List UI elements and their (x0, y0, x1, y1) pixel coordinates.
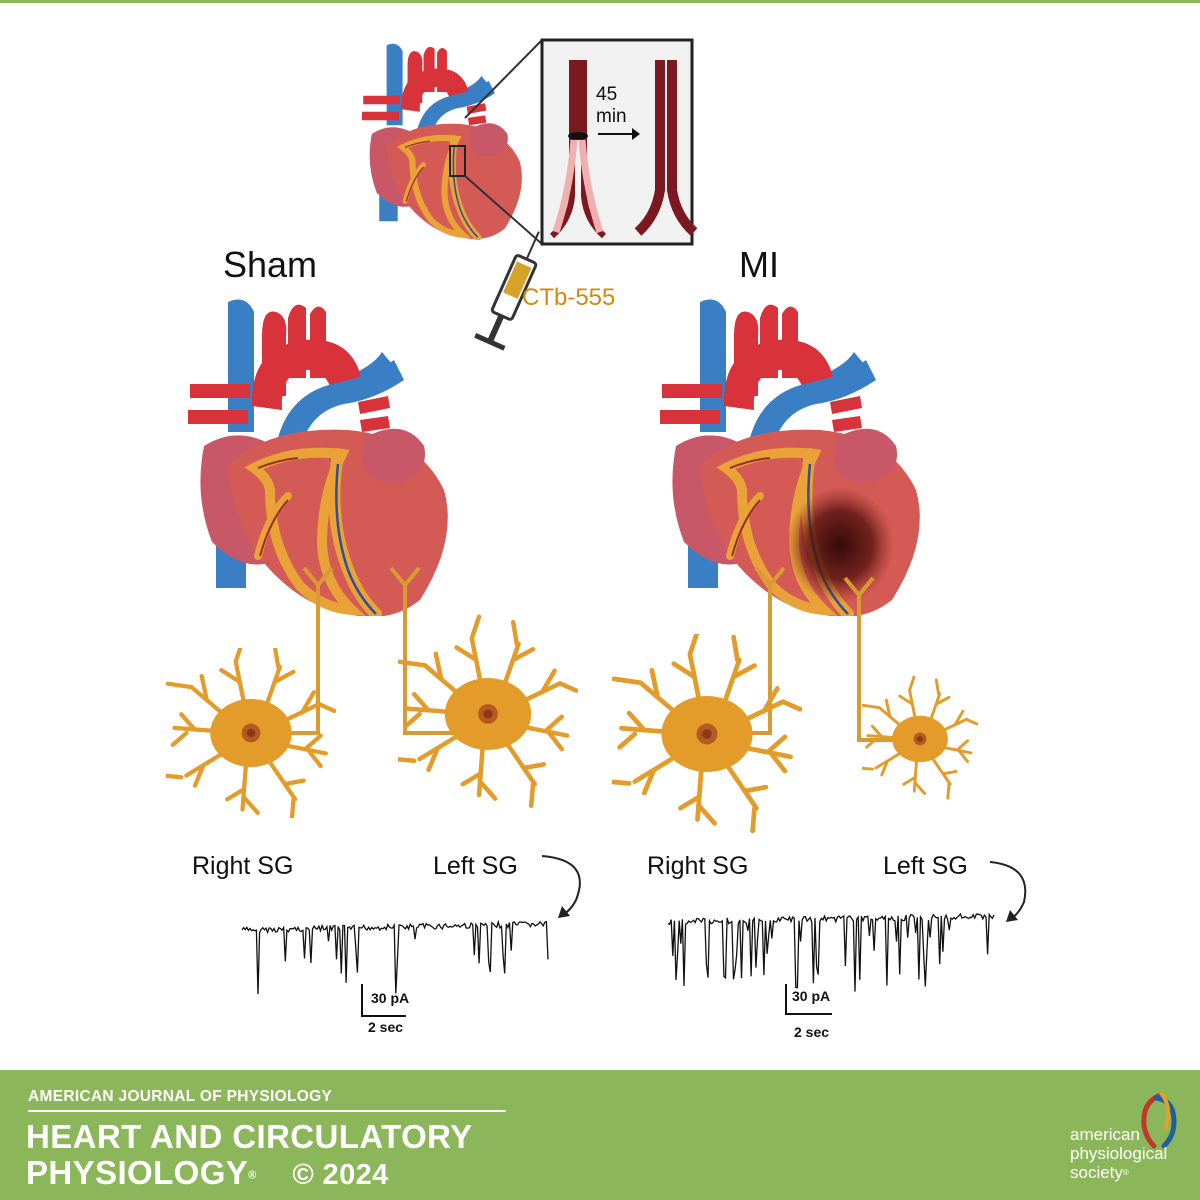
top-accent-bar (0, 0, 1200, 3)
publisher-line2: physiological (1070, 1144, 1168, 1163)
small-heart-illustration (362, 44, 522, 239)
ligation-inset (540, 38, 698, 246)
coronary-region-box (449, 145, 466, 177)
mi-title: MI (739, 244, 779, 285)
sham-right-sg-label: Right SG (192, 852, 294, 880)
zoom-line-top (464, 39, 543, 119)
injection-label: CTb-555 (522, 284, 616, 311)
publisher-mark: ® (1122, 1168, 1129, 1177)
journal-title-line2-text: PHYSIOLOGY (26, 1154, 249, 1191)
journal-title-line2: PHYSIOLOGY® © 2024 (26, 1156, 389, 1192)
aps-logo-icon (1141, 1092, 1177, 1149)
sham-current-trace (241, 919, 549, 995)
inset-duration-unit: min (596, 106, 627, 127)
mi-current-trace (667, 912, 995, 992)
journal-footer: AMERICAN JOURNAL OF PHYSIOLOGY HEART AND… (0, 1070, 1200, 1200)
infarct-region (786, 487, 894, 603)
mi-scale-bar (785, 984, 832, 1015)
mi-scale-time: 2 sec (794, 1024, 830, 1040)
mi-heart-illustration (660, 300, 920, 617)
zoom-line-bottom (464, 175, 543, 245)
journal-name: AMERICAN JOURNAL OF PHYSIOLOGY (28, 1088, 333, 1105)
sham-left-sg-label: Left SG (433, 852, 518, 880)
journal-title-line1: HEART AND CIRCULATORY (26, 1118, 473, 1155)
mi-left-sg-label: Left SG (883, 852, 968, 880)
mi-scale-current: 30 pA (792, 988, 831, 1004)
diagram-canvas (0, 38, 1027, 1017)
sham-scale-current: 30 pA (371, 990, 410, 1006)
syringe-illustration (474, 231, 540, 351)
mi-left-sg-neuron (862, 676, 978, 800)
registered-mark: ® (248, 1169, 257, 1182)
sham-right-sg-neuron (163, 641, 335, 820)
publisher-line3: society® (1070, 1164, 1129, 1181)
inset-duration-value: 45 (596, 84, 618, 105)
copyright-text: © 2024 (292, 1159, 389, 1191)
sham-heart-illustration (188, 300, 448, 617)
mi-right-sg-label: Right SG (647, 852, 749, 880)
sham-title: Sham (223, 244, 318, 285)
footer-divider (28, 1110, 506, 1112)
sham-left-sg-neuron (394, 617, 576, 806)
axon-lines (258, 566, 907, 742)
sham-scale-bar (361, 984, 406, 1017)
sham-scale-time: 2 sec (368, 1019, 404, 1035)
publisher-line3-text: society (1070, 1163, 1123, 1182)
publisher-line1: american (1070, 1125, 1140, 1144)
